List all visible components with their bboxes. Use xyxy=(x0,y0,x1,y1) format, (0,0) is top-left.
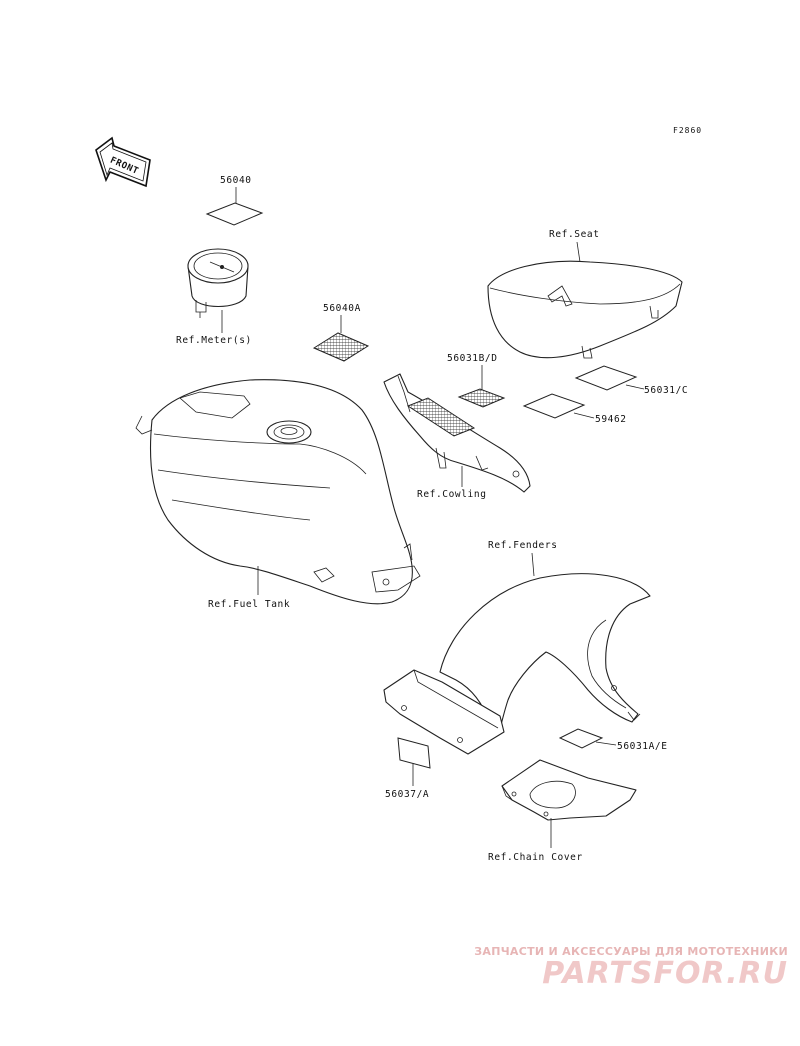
callout-56031bd: 56031B/D xyxy=(447,353,498,364)
callout-56037a: 56037/A xyxy=(385,789,429,800)
figure-code: F2860 xyxy=(673,126,702,135)
decal-56031c xyxy=(574,365,638,391)
leader-56031c xyxy=(625,384,645,390)
leader-seat xyxy=(576,241,581,263)
callout-56031ae: 56031A/E xyxy=(617,741,668,752)
fuel-tank-part xyxy=(135,379,421,605)
callout-ref-chain-cover: Ref.Chain Cover xyxy=(488,852,583,863)
watermark: ЗАПЧАСТИ И АКСЕССУАРЫ ДЛЯ МОТОТЕХНИКИ PA… xyxy=(474,945,788,991)
watermark-logo: PARTSFOR.RU xyxy=(542,956,788,991)
leader-56031ae xyxy=(595,741,617,746)
fender-part xyxy=(383,573,651,755)
callout-56040a: 56040A xyxy=(323,303,361,314)
callout-56031c: 56031/C xyxy=(644,385,688,396)
callout-ref-seat: Ref.Seat xyxy=(549,229,600,240)
seat-part xyxy=(487,260,683,359)
decal-56031ae xyxy=(558,728,604,749)
decal-56040a xyxy=(312,332,370,362)
leader-fenders xyxy=(531,552,535,577)
decal-59462 xyxy=(522,393,586,419)
decal-56037a xyxy=(397,737,431,769)
callout-ref-cowling: Ref.Cowling xyxy=(417,489,487,500)
leader-59462 xyxy=(573,412,595,419)
watermark-tagline: ЗАПЧАСТИ И АКСЕССУАРЫ ДЛЯ МОТОТЕХНИКИ xyxy=(474,945,788,958)
front-arrow-icon: FRONT xyxy=(95,136,151,188)
callout-ref-meter: Ref.Meter(s) xyxy=(176,335,252,346)
cowling-part xyxy=(383,373,531,493)
callout-56040: 56040 xyxy=(220,175,252,186)
decal-56040 xyxy=(205,202,264,226)
callout-59462: 59462 xyxy=(595,414,627,425)
meter-part xyxy=(187,248,249,318)
decal-56031bd xyxy=(457,388,506,408)
chain-cover-part xyxy=(501,759,637,821)
callout-ref-fenders: Ref.Fenders xyxy=(488,540,558,551)
callout-ref-fuel-tank: Ref.Fuel Tank xyxy=(208,599,290,610)
